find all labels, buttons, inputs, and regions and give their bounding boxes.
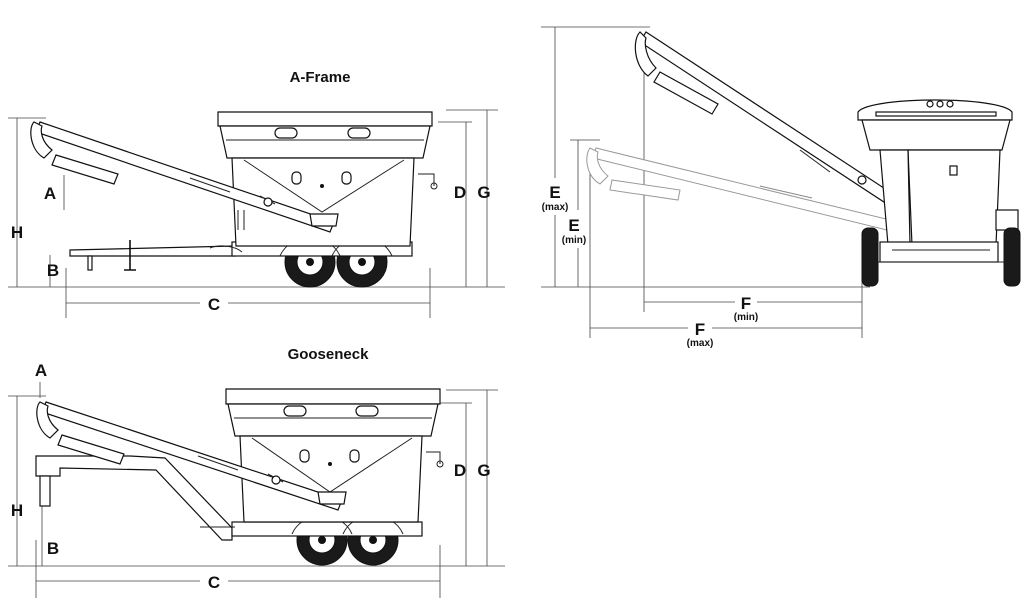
gooseneck-label-a: A bbox=[35, 361, 47, 380]
gooseneck-frame bbox=[35, 455, 423, 541]
aframe-label-b: B bbox=[47, 261, 59, 280]
side-label-f-min-sub: (min) bbox=[734, 312, 758, 323]
gooseneck-label-h: H bbox=[11, 501, 23, 520]
gooseneck-dimension-lines bbox=[8, 382, 505, 598]
gooseneck-view: Gooseneck bbox=[8, 346, 505, 598]
aframe-label-d: D bbox=[454, 183, 466, 202]
gooseneck-label-c: C bbox=[208, 573, 220, 592]
side-label-e-min-sub: (min) bbox=[562, 235, 586, 246]
auger-range-view: E (max) E (min) F (min) F (max) bbox=[541, 26, 1021, 349]
aframe-label-a: A bbox=[44, 184, 56, 203]
aframe-label-h: H bbox=[11, 223, 23, 242]
aframe-label-c: C bbox=[208, 295, 220, 314]
aframe-auger bbox=[30, 121, 339, 233]
gooseneck-label-d: D bbox=[454, 461, 466, 480]
aframe-view: A-Frame bbox=[8, 69, 505, 318]
gooseneck-auger bbox=[36, 401, 347, 511]
gooseneck-hopper bbox=[225, 388, 444, 523]
aframe-label-g: G bbox=[477, 183, 490, 202]
side-label-f-min: F bbox=[741, 294, 751, 313]
aframe-dimension-lines bbox=[8, 109, 505, 318]
aframe-title: A-Frame bbox=[290, 69, 351, 86]
side-wheels bbox=[861, 227, 1021, 287]
auger-max-position bbox=[634, 31, 897, 207]
side-label-e-max: E bbox=[549, 183, 560, 202]
side-hopper-body bbox=[857, 99, 1019, 263]
gooseneck-label-g: G bbox=[477, 461, 490, 480]
side-label-e-min: E bbox=[568, 216, 579, 235]
aframe-hopper bbox=[217, 111, 438, 247]
gooseneck-label-b: B bbox=[47, 539, 59, 558]
side-label-f-max: F bbox=[695, 320, 705, 339]
side-dimension-lines bbox=[541, 26, 870, 338]
gooseneck-title: Gooseneck bbox=[288, 346, 370, 363]
auger-min-position bbox=[586, 147, 899, 233]
side-label-f-max-sub: (max) bbox=[687, 338, 714, 349]
side-label-e-max-sub: (max) bbox=[542, 202, 569, 213]
